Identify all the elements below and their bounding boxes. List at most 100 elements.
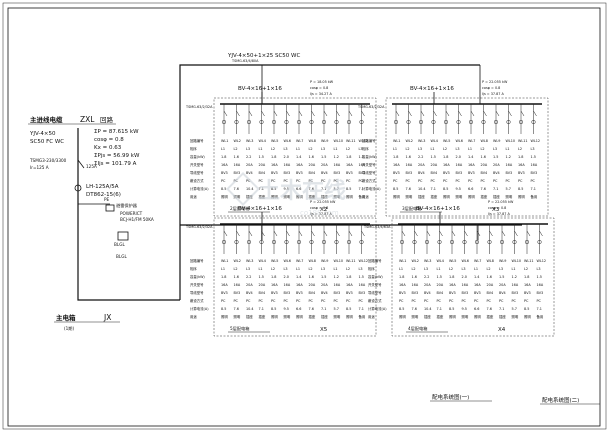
table-cell: 20A xyxy=(246,283,253,287)
panel-tag: X2 xyxy=(320,207,327,213)
table-cell: 16A xyxy=(359,163,366,167)
branch-circuit xyxy=(412,224,418,254)
table-row-label: 容量(kW) xyxy=(368,274,383,279)
table-cell: PC xyxy=(321,299,326,303)
table-cell: 1.6 xyxy=(481,155,486,159)
table-cell: 20A xyxy=(437,283,444,287)
table-cell: 1.6 xyxy=(412,275,417,279)
table-cell: BV3 xyxy=(462,291,469,295)
table-cell: WL10 xyxy=(334,259,344,263)
table-cell: WL2 xyxy=(234,139,241,143)
branch-rcd-icon xyxy=(418,119,424,125)
table-cell: 照明 xyxy=(524,315,531,319)
table-cell: L3 xyxy=(499,267,503,271)
branch-circuit xyxy=(246,104,253,134)
branch-switch-icon xyxy=(286,110,290,117)
table-cell: L2 xyxy=(234,267,238,271)
jx-name: JX xyxy=(103,313,111,322)
panel-param-p3: Ijs = 37.87 A xyxy=(482,92,504,96)
branch-switch-icon xyxy=(311,230,315,237)
table-cell: WL3 xyxy=(418,139,425,143)
table-cell: 插座 xyxy=(424,314,431,319)
table-cell: BV3 xyxy=(284,291,291,295)
branch-rcd-icon xyxy=(259,119,264,125)
table-cell: L3 xyxy=(493,147,497,151)
table-cell: 照明 xyxy=(449,315,456,319)
branch-circuit xyxy=(493,104,500,134)
table-cell: BV3 xyxy=(221,291,228,295)
table-cell: WL3 xyxy=(246,259,253,263)
table-cell: 1.8 xyxy=(346,275,351,279)
pwr-label: POWERICT xyxy=(120,211,143,216)
table-cell: 16A xyxy=(468,163,475,167)
branch-circuit xyxy=(271,104,278,134)
panel-name: 2层配电箱 xyxy=(230,205,249,212)
table-cell: BV4 xyxy=(309,171,316,175)
branch-switch-icon xyxy=(464,230,468,237)
table-cell: PC xyxy=(474,299,479,303)
table-cell: L2 xyxy=(271,267,275,271)
table-cell: 16A xyxy=(412,283,419,287)
table-cell: 7.1 xyxy=(437,307,442,311)
table-cell: BV3 xyxy=(296,171,303,175)
table-row-label: 计算电流(A) xyxy=(362,186,381,191)
branch-circuit xyxy=(259,104,265,134)
branch-rcd-icon xyxy=(512,239,517,245)
table-cell: WL7 xyxy=(296,259,303,263)
table-cell: 1.8 xyxy=(221,275,226,279)
panel-tag: X4 xyxy=(498,327,506,333)
table-row-label: 容量(kW) xyxy=(190,274,205,279)
branch-circuit xyxy=(499,224,506,254)
meter-icon xyxy=(74,184,82,192)
table-cell: 备用 xyxy=(531,194,538,199)
main-feed-sub: TSMG-63/4/80A xyxy=(231,59,259,63)
table-cell: PC xyxy=(512,299,517,303)
table-cell: BV4 xyxy=(309,291,316,295)
table-cell: PC xyxy=(346,299,351,303)
branch-switch-icon xyxy=(248,110,253,117)
table-cell: L1 xyxy=(474,267,478,271)
table-cell: 1.5 xyxy=(259,275,264,279)
table-cell: PC xyxy=(506,179,511,183)
table-cell: WL9 xyxy=(499,259,506,263)
branch-switch-icon xyxy=(223,110,228,117)
table-cell: WL8 xyxy=(309,259,316,263)
branch-switch-icon xyxy=(483,110,487,117)
branch-circuit xyxy=(334,104,340,134)
table-cell: 16A xyxy=(346,163,353,167)
table-cell: 1.4 xyxy=(296,275,301,279)
table-cell: PC xyxy=(309,179,314,183)
table-cell: PC xyxy=(518,179,523,183)
table-cell: PC xyxy=(462,299,467,303)
table-cell: BV3 xyxy=(399,291,406,295)
branch-rcd-icon xyxy=(246,239,252,245)
table-cell: BV3 xyxy=(506,171,513,175)
branch-switch-icon xyxy=(470,110,475,117)
table-cell: BV4 xyxy=(321,171,328,175)
table-cell: PC xyxy=(296,299,301,303)
table-cell: 1.4 xyxy=(296,155,301,159)
table-row-label: 用途 xyxy=(190,314,197,319)
branch-circuit xyxy=(359,104,365,134)
branch-circuit xyxy=(431,104,437,134)
table-cell: 1.8 xyxy=(399,275,404,279)
table-cell: 插座 xyxy=(487,314,494,319)
table-cell: WL8 xyxy=(309,139,316,143)
table-cell: 备用 xyxy=(537,314,544,319)
table-cell: 16A xyxy=(334,283,341,287)
table-cell: 10.4 xyxy=(246,307,254,311)
table-cell: 插座 xyxy=(321,194,328,199)
branch-rcd-icon xyxy=(359,239,364,245)
panel-box-outline xyxy=(213,217,377,337)
branch-switch-icon xyxy=(395,110,400,117)
table-cell: BV3 xyxy=(443,171,450,175)
branch-circuit xyxy=(462,224,468,254)
table-cell: 1.5 xyxy=(531,155,536,159)
table-cell: L2 xyxy=(518,147,522,151)
table-cell: 7.6 xyxy=(234,307,239,311)
panel-name: 3层配电箱 xyxy=(402,205,421,212)
table-cell: 插座 xyxy=(431,194,438,199)
table-cell: 16A xyxy=(443,163,450,167)
branch-circuit xyxy=(309,224,315,254)
